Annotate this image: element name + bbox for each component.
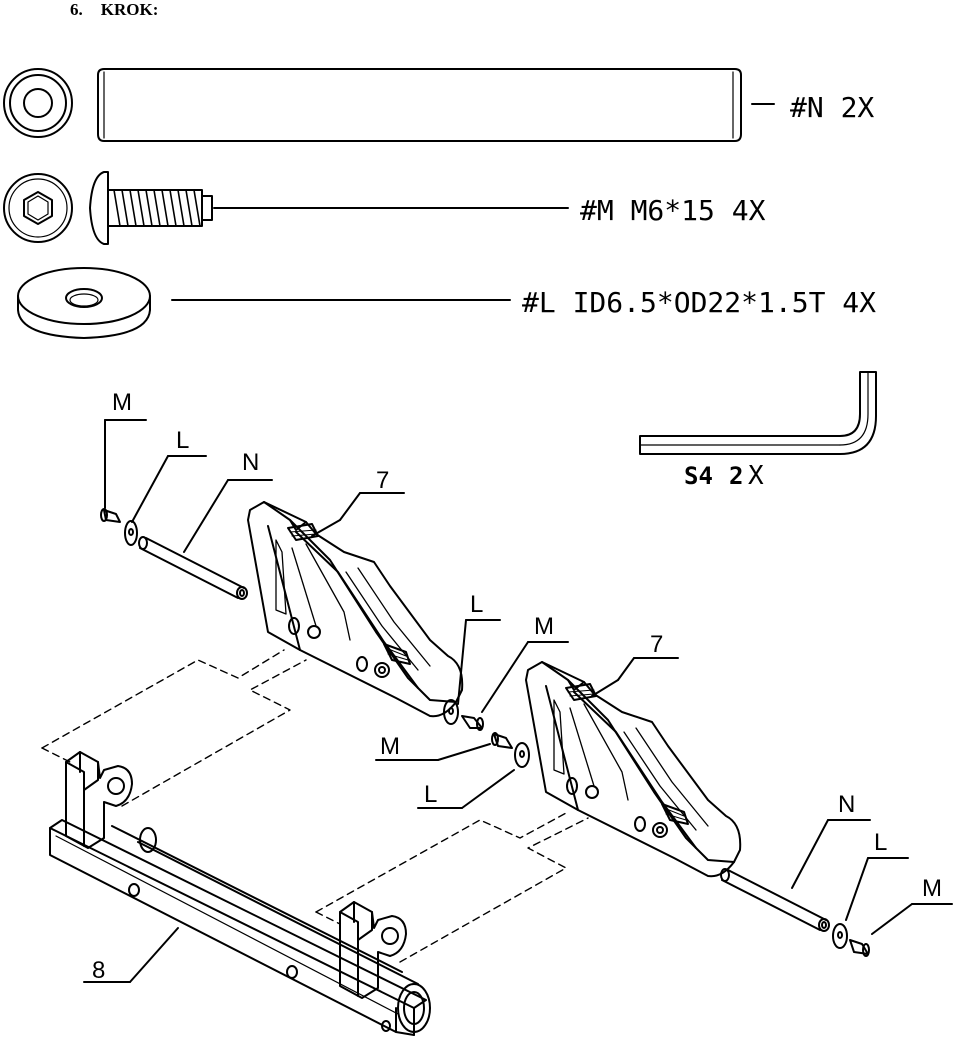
callout-l4: L: [874, 829, 887, 856]
bolt-m-left-plate: [461, 715, 484, 731]
bolt-m-right: [849, 939, 870, 957]
bolt-m-middle: [491, 732, 513, 749]
tool-label: S4 2 X: [684, 461, 764, 491]
callout-n2-leader: [791, 819, 829, 889]
callout-l4-leader: [845, 857, 869, 921]
part-m-bolt-icon: [3, 171, 213, 245]
callout-l3-leader: [461, 769, 515, 809]
callout-7a-leader: [311, 519, 341, 537]
part-n-label: #N 2X: [790, 91, 874, 124]
part-m-label: #M M6*15 4X: [580, 194, 766, 227]
callout-m1: M: [112, 389, 132, 416]
washer-l-middle: [514, 742, 530, 768]
side-plate-right-part-7: [525, 661, 742, 878]
part-l-washer-icon: [17, 267, 151, 339]
callout-l2-leader: [457, 619, 467, 705]
callout-7b-leader-2: [617, 657, 635, 681]
callout-8: 8: [92, 957, 105, 984]
tool-qty: 2: [729, 462, 743, 490]
mounting-guide-lines: [41, 649, 589, 963]
callout-m2: M: [534, 613, 554, 640]
callout-l1: L: [176, 427, 189, 454]
allen-key-icon: [639, 371, 877, 455]
part-l-label: #L ID6.5*OD22*1.5T 4X: [522, 286, 876, 319]
tool-name: S4: [684, 462, 713, 490]
callout-8-leader: [129, 927, 179, 983]
callout-7b: 7: [650, 631, 663, 658]
washer-l-left-plate: [443, 699, 459, 725]
callout-n1-leader: [183, 479, 229, 553]
part-n-rod-icon: [3, 68, 742, 142]
bolt-m-left: [100, 508, 121, 523]
callout-m3: M: [380, 733, 400, 760]
step-title: KROK:: [100, 0, 159, 19]
base-frame-part-8: [49, 751, 431, 1036]
washer-l-left: [124, 520, 138, 546]
callout-m4-leader: [871, 903, 913, 935]
callout-7b-leader: [591, 679, 619, 697]
callout-l3: L: [424, 781, 437, 808]
side-plate-left-part-7: [247, 501, 464, 718]
tool-multiplier: X: [748, 461, 764, 491]
callout-n1: N: [242, 449, 259, 476]
rod-n-left: [138, 536, 248, 600]
washer-l-right: [832, 923, 848, 949]
callout-l2: L: [470, 591, 483, 618]
callout-n2: N: [838, 791, 855, 818]
step-number: 6.: [70, 0, 83, 19]
callout-l1-leader: [131, 455, 169, 523]
callout-m2-leader: [481, 641, 529, 713]
callout-m4: M: [922, 875, 942, 902]
callout-7a: 7: [376, 467, 389, 494]
step-heading: 6. KROK:: [70, 0, 176, 20]
rod-n-right: [720, 868, 830, 932]
callout-7a-leader-2: [339, 492, 361, 521]
callout-m3-leader: [437, 743, 491, 761]
